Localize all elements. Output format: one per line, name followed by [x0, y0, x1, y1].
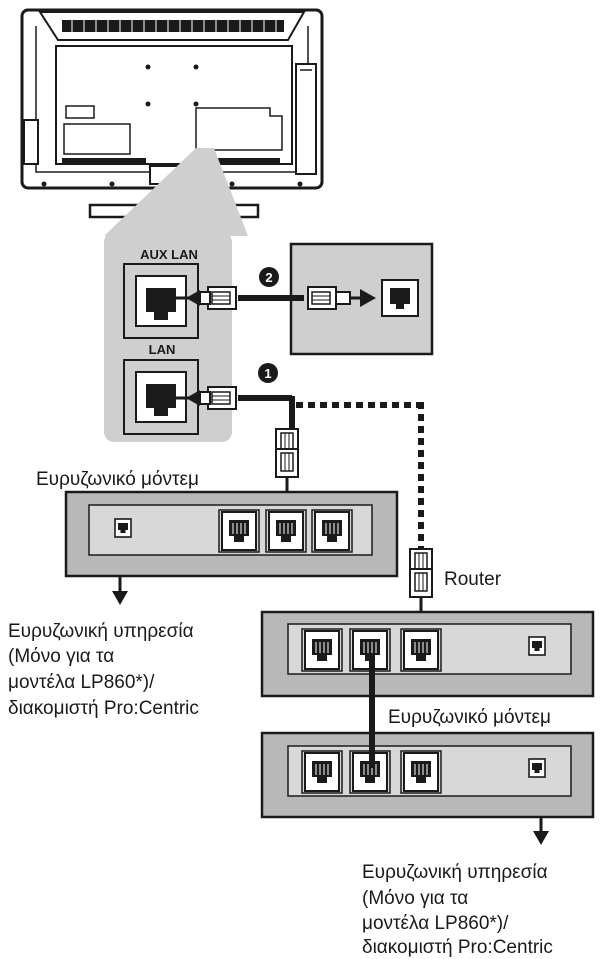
- svg-text:διακομιστή Pro:Centric: διακομιστή Pro:Centric: [8, 698, 199, 719]
- svg-text:(Μόνο για τα: (Μόνο για τα: [8, 646, 114, 667]
- tv-port-panel: AUX LAN LAN: [104, 232, 232, 442]
- modem-bottom-label: Ευρυζωνικό μόντεμ: [388, 707, 551, 728]
- svg-text:μοντέλα LP860*)/: μοντέλα LP860*)/: [8, 672, 155, 693]
- router-device: [260, 610, 595, 698]
- lan-label: LAN: [149, 342, 176, 357]
- aux-cable: [174, 286, 376, 310]
- service-label-left: Ευρυζωνική υπηρεσία (Μόνο για τα μοντέλα…: [8, 621, 199, 719]
- step-2-marker: 2: [259, 267, 279, 287]
- service-arrow-right: [533, 817, 549, 845]
- aux-lan-label: AUX LAN: [140, 247, 198, 262]
- broadband-modem-left: [64, 490, 399, 578]
- router-label: Router: [444, 569, 502, 590]
- svg-text:2: 2: [265, 270, 272, 285]
- step-1-marker: 1: [258, 363, 278, 383]
- svg-text:διακομιστή Pro:Centric: διακομιστή Pro:Centric: [362, 937, 553, 958]
- svg-text:Ευρυζωνική υπηρεσία: Ευρυζωνική υπηρεσία: [8, 621, 194, 642]
- service-arrow-left: [112, 576, 128, 605]
- modem-top-label: Ευρυζωνικό μόντεμ: [36, 469, 199, 490]
- svg-text:Ευρυζωνική υπηρεσία: Ευρυζωνική υπηρεσία: [362, 862, 548, 883]
- tv-illustration: [20, 8, 324, 219]
- service-label-right: Ευρυζωνική υπηρεσία (Μόνο για τα μοντέλα…: [362, 862, 553, 958]
- svg-text:(Μόνο για τα: (Μόνο για τα: [362, 888, 468, 909]
- broadband-modem-right: [260, 731, 595, 819]
- zoom-callout: [104, 148, 248, 236]
- svg-text:μοντέλα LP860*)/: μοντέλα LP860*)/: [362, 913, 509, 934]
- svg-text:1: 1: [264, 366, 271, 381]
